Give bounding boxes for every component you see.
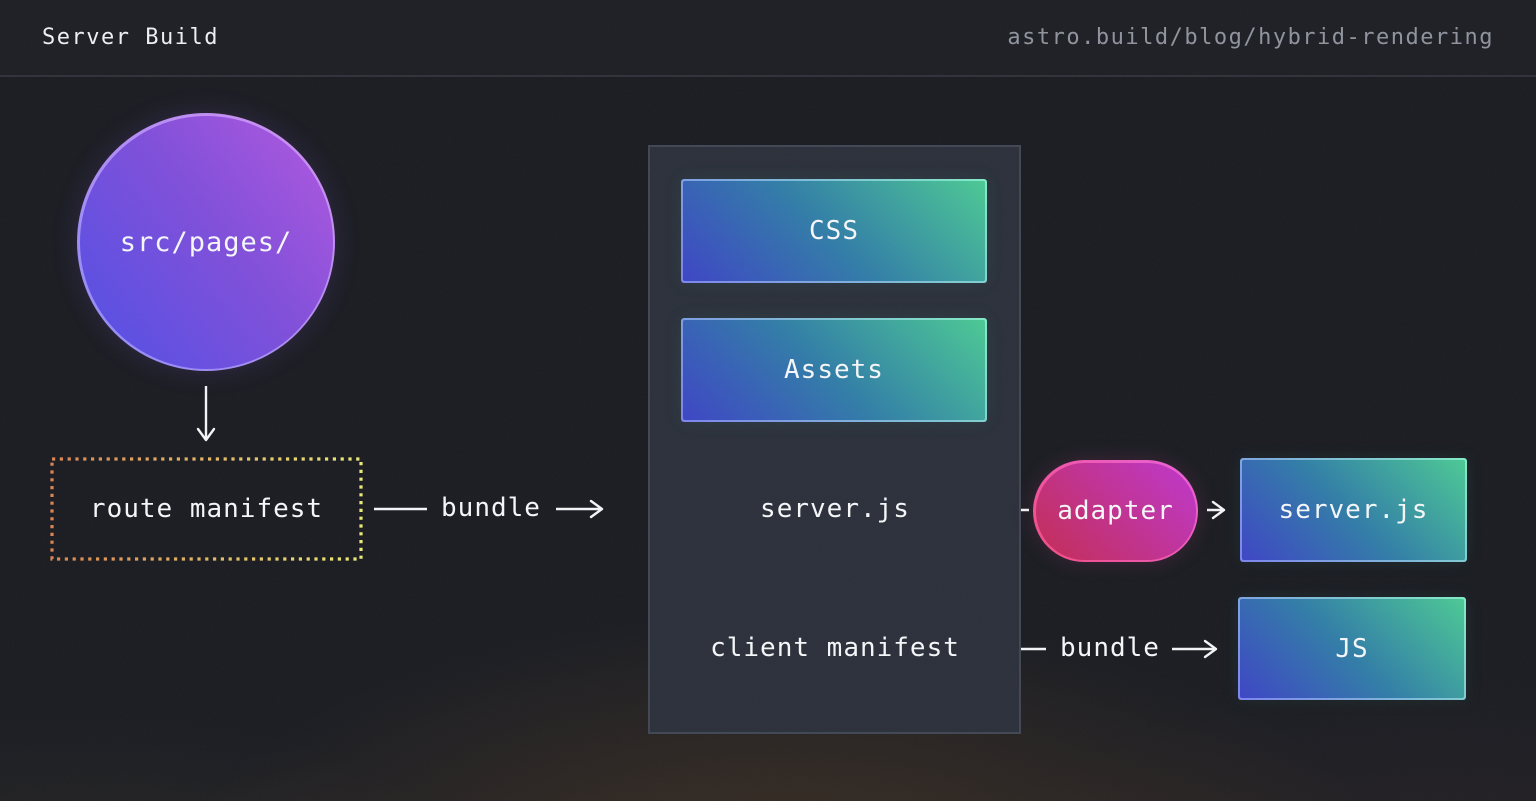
- node-label: CSS: [809, 216, 859, 246]
- node-route-manifest: route manifest: [52, 459, 361, 559]
- header-bar: Server Build astro.build/blog/hybrid-ren…: [0, 0, 1536, 77]
- node-label: src/pages/: [119, 226, 293, 258]
- node-label: client manifest: [710, 633, 960, 663]
- node-adapter: adapter: [1033, 460, 1198, 562]
- node-assets: Assets: [681, 318, 987, 422]
- source-url: astro.build/blog/hybrid-rendering: [1007, 25, 1494, 50]
- node-server-entry: server.js: [683, 458, 987, 560]
- diagram-canvas: src/pages/ route manifest bundle CSS Ass…: [0, 77, 1536, 801]
- node-label: route manifest: [89, 494, 324, 524]
- edge-label-bundle-bottom: bundle: [1060, 633, 1160, 663]
- page-title: Server Build: [42, 25, 219, 50]
- node-label: Assets: [784, 355, 884, 385]
- node-label: JS: [1335, 633, 1369, 664]
- node-js-output: JS: [1238, 597, 1466, 700]
- node-label: server.js: [760, 494, 910, 524]
- node-src-pages: src/pages/: [77, 113, 335, 371]
- node-client-manifest: client manifest: [683, 597, 987, 699]
- node-server-output: server.js: [1240, 458, 1467, 562]
- edge-label-bundle-top: bundle: [441, 493, 541, 523]
- node-label: server.js: [1278, 495, 1429, 525]
- node-css: CSS: [681, 179, 987, 283]
- node-label: adapter: [1057, 496, 1174, 526]
